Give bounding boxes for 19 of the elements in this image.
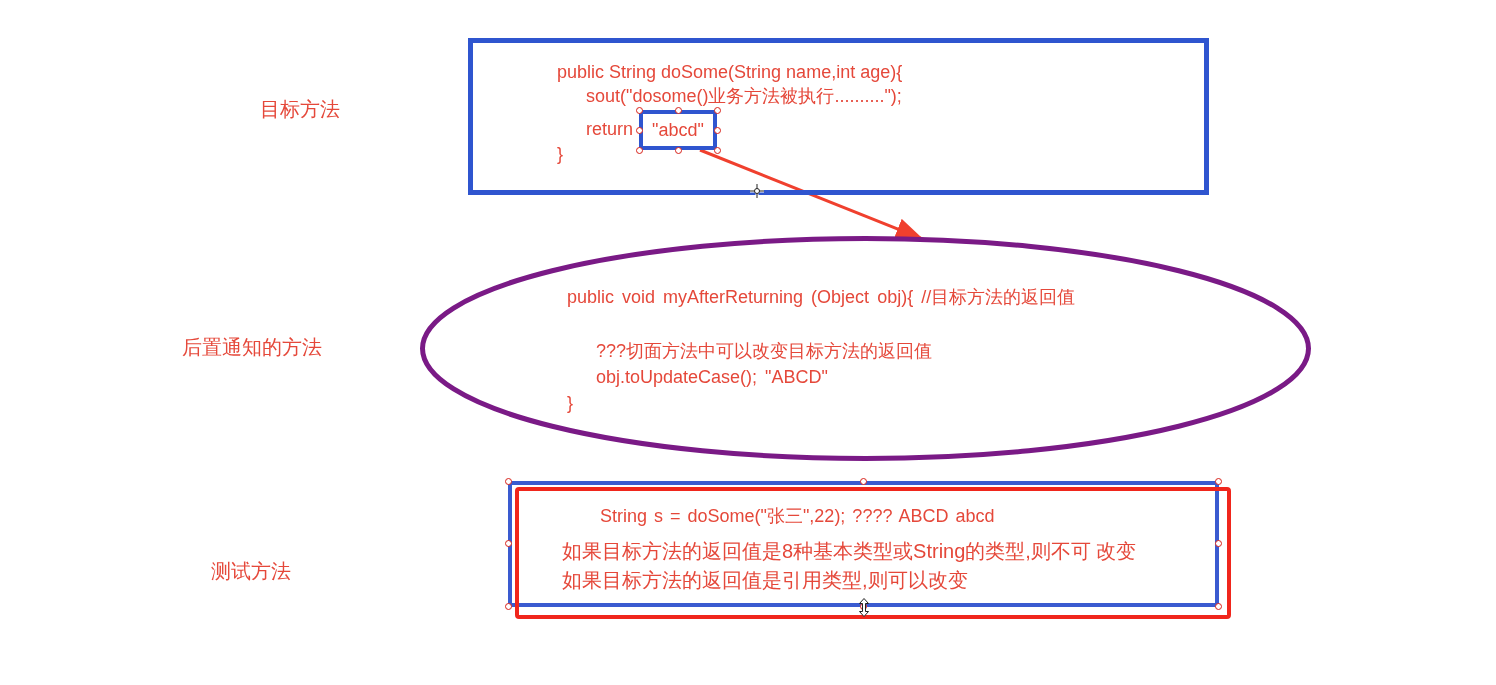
rectangle-frame	[515, 487, 1231, 619]
note-text: 如果目标方法的返回值是8种基本类型或String的类型,则不可 改变	[562, 541, 1137, 561]
code-line: public String doSome(String name,int age){	[557, 63, 903, 81]
code-box	[508, 481, 1219, 607]
row-label: 后置通知的方法	[182, 335, 322, 359]
code-line: obj.toUpdateCase(); "ABCD"	[596, 368, 828, 386]
code-line: public void myAfterReturning (Object obj){ //目标方法的返回值	[567, 288, 1076, 306]
code-line: sout("dosome()业务方法被执行..........");	[586, 87, 902, 105]
code-line: }	[567, 394, 573, 412]
row-label: 目标方法	[260, 97, 340, 121]
note-text: 如果目标方法的返回值是引用类型,则可以改变	[562, 570, 968, 590]
code-line: return	[586, 120, 634, 138]
code-line: String s = doSome("张三",22); ???? ABCD abcd	[600, 507, 995, 525]
comment-text: ???切面方法中可以改变目标方法的返回值	[596, 342, 933, 360]
ellipse-shape	[420, 236, 1311, 461]
code-line: }	[557, 145, 563, 163]
code-text: "abcd"	[652, 121, 704, 139]
row-label: 测试方法	[211, 559, 291, 583]
code-box	[468, 38, 1209, 195]
